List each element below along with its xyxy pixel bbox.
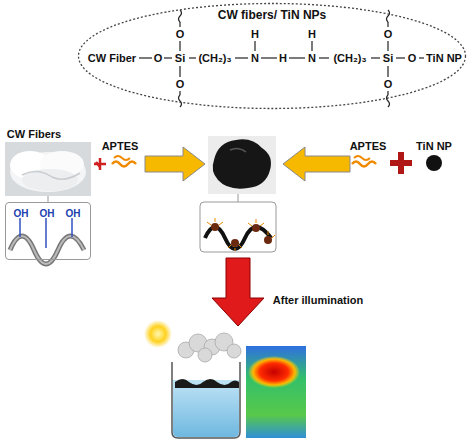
atom-label: H — [279, 53, 287, 64]
chemical-bonds — [139, 10, 424, 107]
cellulose-fiber — [10, 218, 84, 264]
atom-label: N — [308, 53, 316, 64]
aptes-tin-symbols — [352, 152, 442, 174]
hydroxyl-label: OH — [66, 209, 81, 219]
reagent-label: APTES — [350, 141, 387, 152]
orange-arrow — [145, 147, 205, 181]
thermal-image — [246, 346, 306, 438]
composite-photo — [208, 136, 276, 194]
atom-label: O — [176, 79, 185, 90]
atom-label: N — [251, 53, 259, 64]
beaker — [172, 333, 241, 438]
atom-label: O — [176, 29, 185, 40]
group-label: (CH₂)₃ — [333, 53, 366, 64]
hydroxyl-label: OH — [14, 209, 29, 219]
aptes-symbol — [94, 156, 136, 170]
group-label: (CH₂)₃ — [198, 53, 231, 64]
cotton-photo — [5, 142, 91, 196]
illumination-arrow — [212, 258, 264, 326]
atom-label: O — [154, 53, 163, 64]
reagent-label: APTES — [102, 141, 139, 152]
reagent-label: TiN NP — [416, 141, 452, 152]
atom-label: H — [308, 29, 316, 40]
atom-label: O — [408, 53, 417, 64]
step-label: After illumination — [273, 295, 363, 306]
photo-label: CW Fibers — [7, 129, 61, 140]
atom-label: O — [384, 29, 393, 40]
atom-label: O — [384, 79, 393, 90]
leader-line — [238, 194, 239, 202]
atom-label: H — [251, 29, 259, 40]
orange-arrow — [283, 147, 350, 181]
composite-fiber — [200, 202, 276, 252]
fiber-box: OH OH OH — [5, 202, 91, 260]
atom-label: Si — [175, 53, 185, 64]
group-label: TiN NP — [426, 53, 462, 64]
hydroxyl-label: OH — [40, 209, 55, 219]
node-title: CW fibers/ TiN NPs — [218, 9, 326, 21]
sun-symbol — [144, 320, 172, 348]
group-label: CW Fiber — [88, 53, 136, 64]
atom-label: Si — [383, 53, 393, 64]
